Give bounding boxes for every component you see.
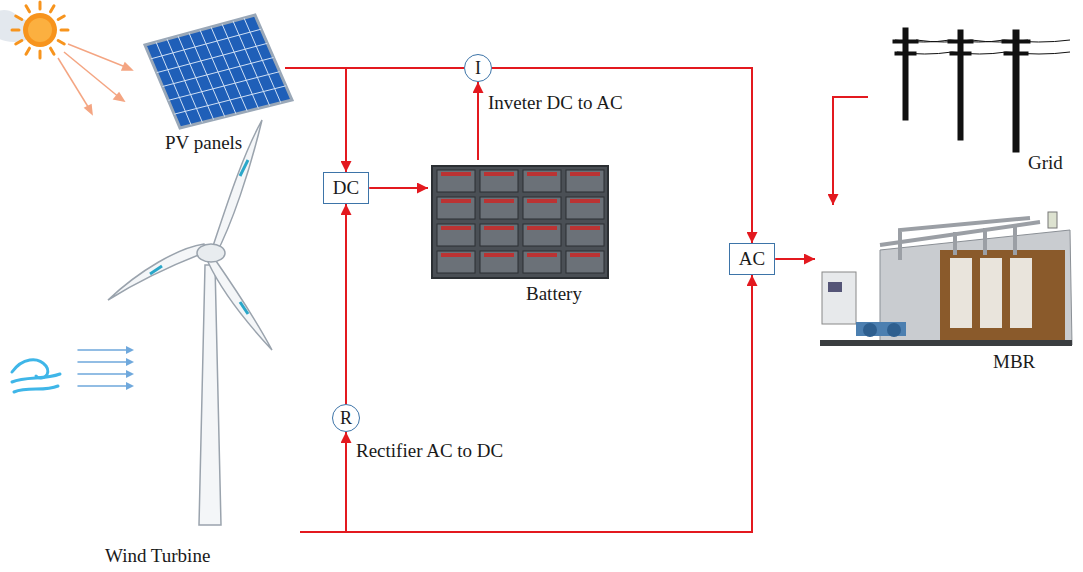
sun-icon	[0, 2, 132, 114]
power-line	[369, 187, 428, 189]
node-text: AC	[739, 248, 765, 269]
converter-label: Rectifier AC to DC	[356, 440, 503, 462]
component-label: Battery	[526, 283, 582, 305]
rectifier-circle: R	[332, 404, 360, 432]
converter-label: Inveter DC to AC	[488, 92, 623, 114]
inverter-circle: I	[464, 54, 492, 82]
wind-icon	[12, 346, 134, 392]
component-label: Grid	[1028, 152, 1063, 174]
power-line	[477, 82, 479, 160]
power-line	[775, 258, 815, 260]
wind-turbine-illustration	[108, 120, 272, 525]
power-line	[345, 204, 347, 404]
pv-panels-node: PV panels	[140, 10, 285, 160]
component-label: Wind Turbine	[105, 545, 210, 567]
ac-bus-box: AC	[729, 243, 775, 275]
node-text: I	[475, 58, 481, 78]
component-label: PV panels	[165, 132, 242, 154]
node-text: DC	[333, 177, 359, 198]
battery-node: Battery	[428, 160, 613, 310]
power-line	[300, 275, 752, 532]
dc-bus-box: DC	[323, 172, 369, 204]
pv-panel-illustration	[145, 15, 292, 128]
wind-turbine-node: Wind Turbine	[95, 105, 300, 567]
power-line	[833, 97, 868, 205]
power-line	[285, 68, 346, 172]
grid-node: Grid	[868, 20, 1073, 180]
grid-illustration	[893, 28, 1070, 152]
power-line	[300, 432, 346, 532]
node-text: R	[340, 408, 352, 428]
battery-illustration	[432, 166, 608, 278]
mbr-illustration	[820, 212, 1072, 346]
mbr-node: MBR	[815, 205, 1078, 380]
component-label: MBR	[993, 351, 1035, 373]
